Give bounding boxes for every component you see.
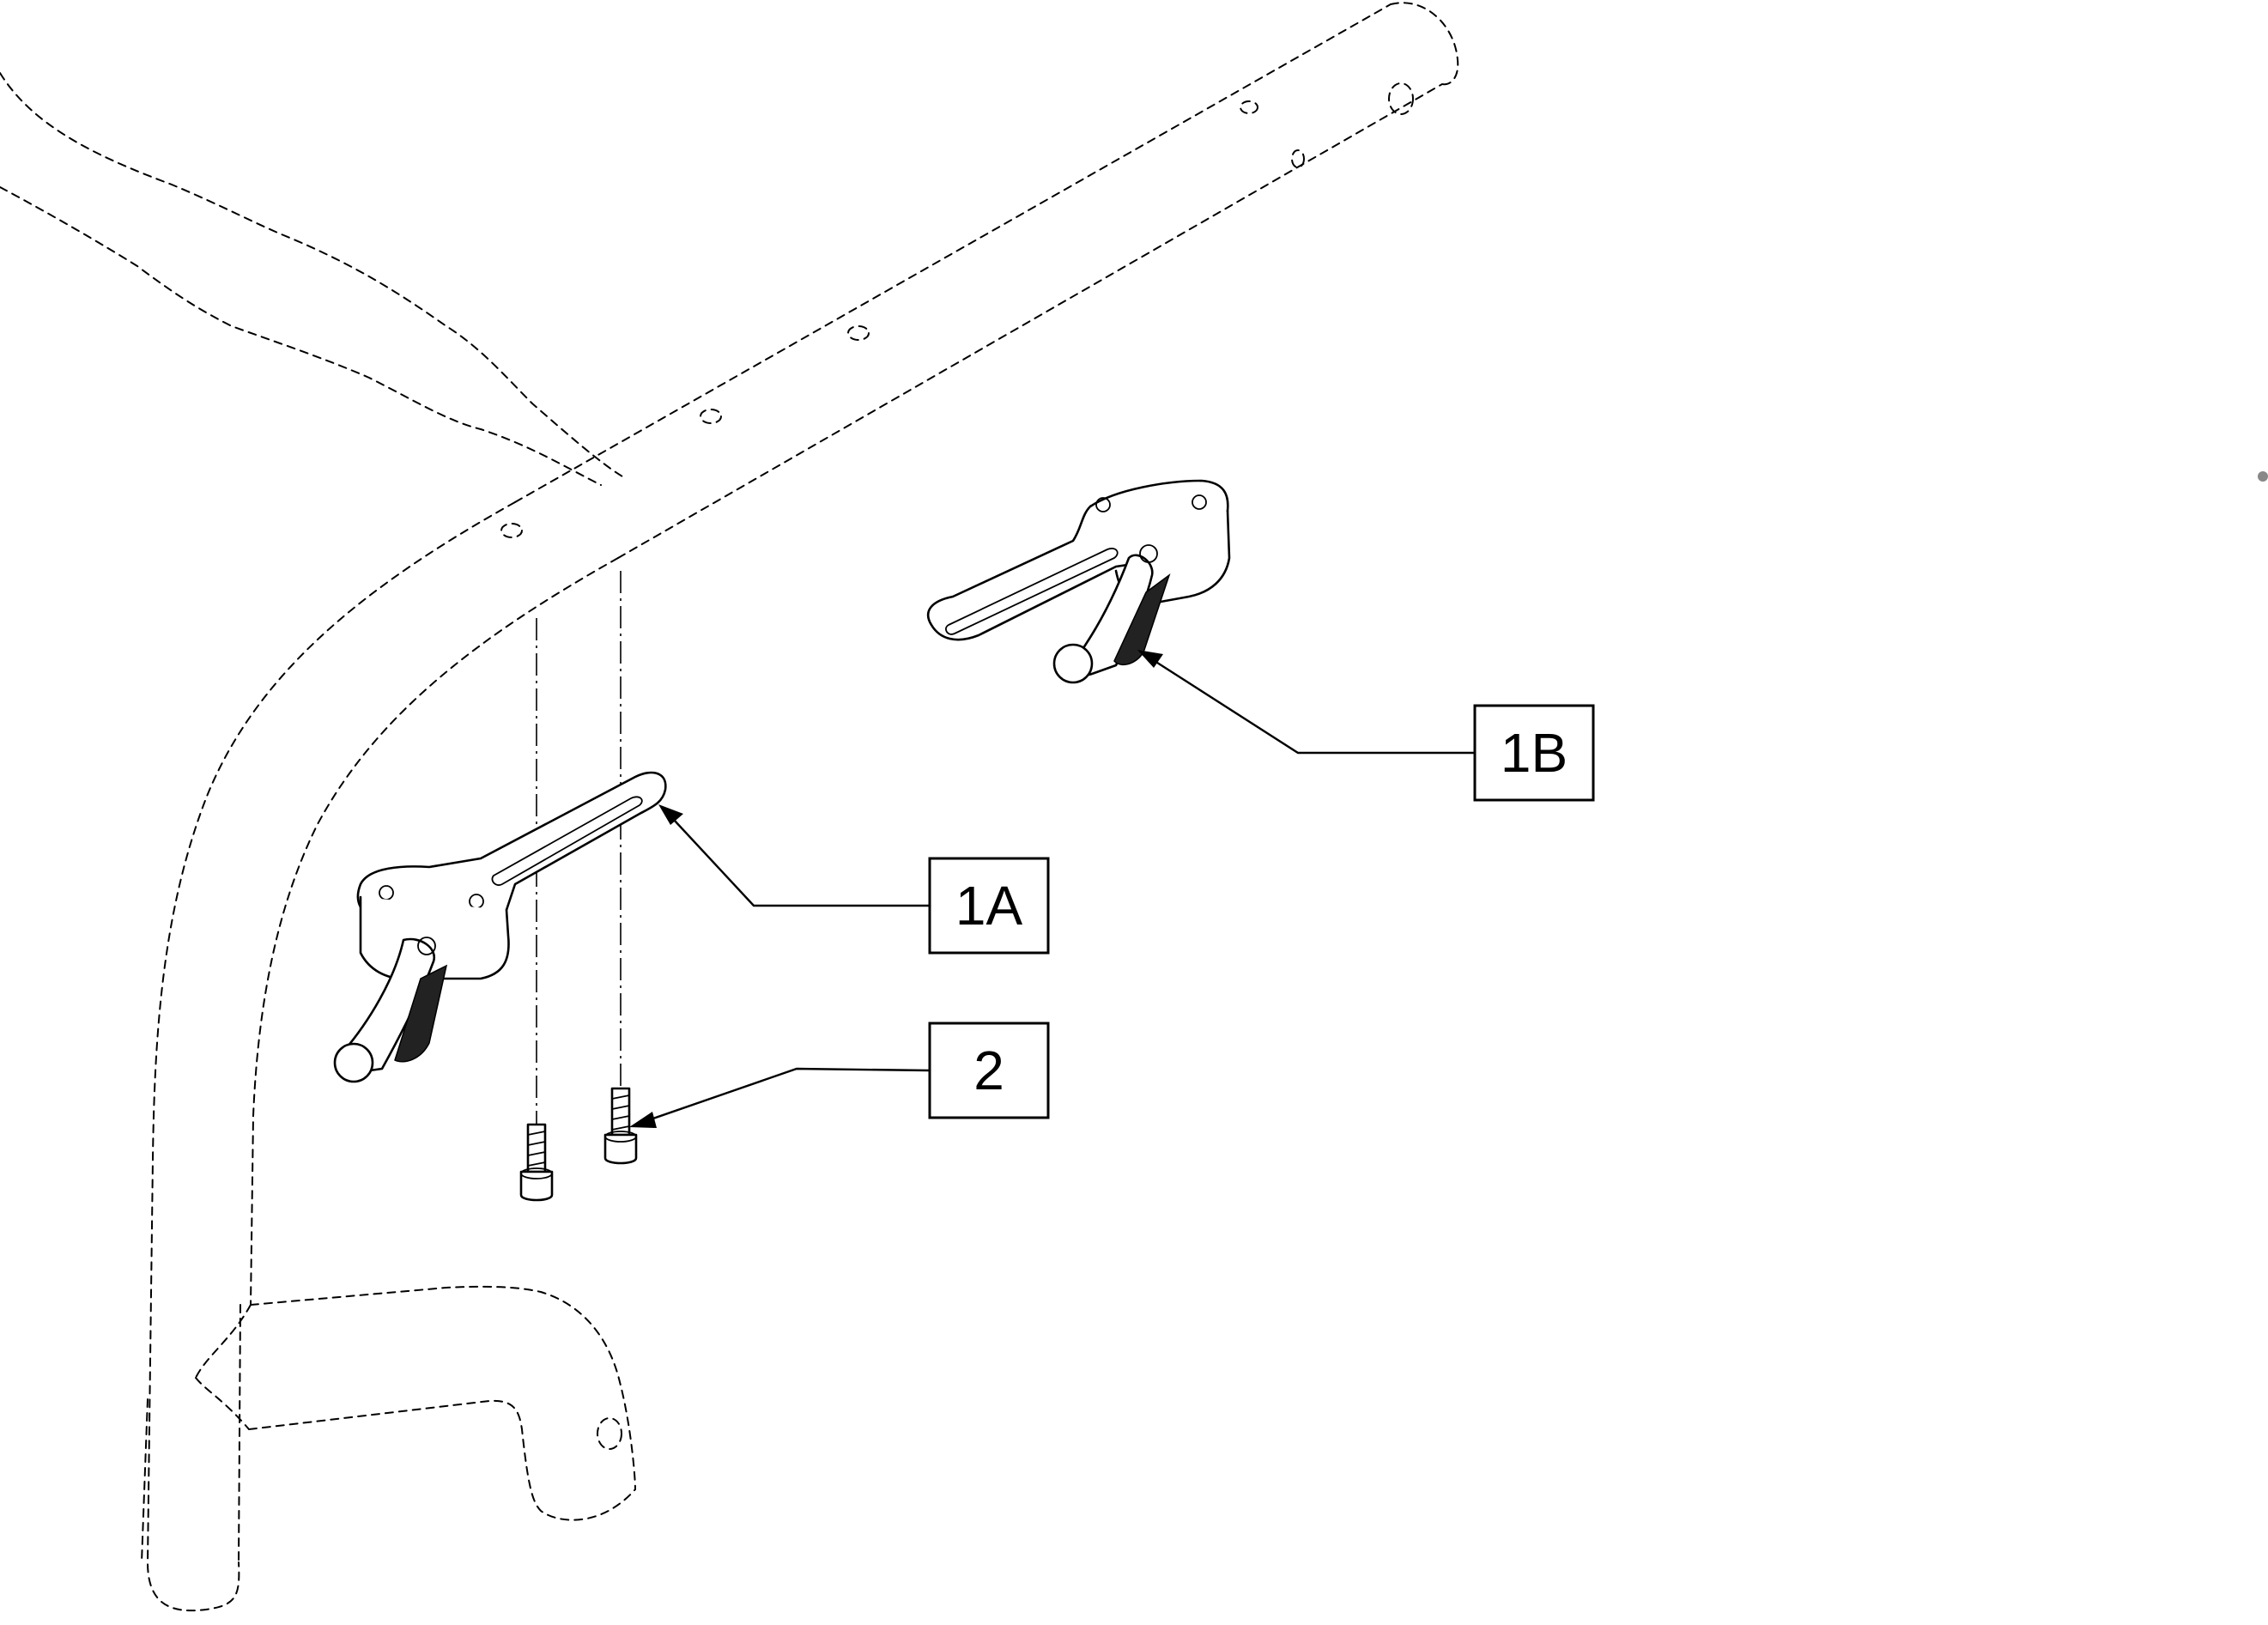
edge-mark [2258, 471, 2268, 482]
rail-hole-4 [700, 409, 722, 424]
screw-right-thread-lines [611, 1094, 630, 1131]
leader-1a [658, 804, 930, 907]
callout-box-1b [1473, 704, 1595, 802]
hook-tube-hole [597, 1417, 622, 1450]
front-tube-left-tail [141, 1398, 149, 1563]
callout-1b: 1B [1473, 704, 1595, 802]
leader-arrow-1a [658, 804, 683, 825]
part-1b-clamp [926, 479, 1231, 684]
leader-line-1a [673, 819, 930, 907]
part-1a-body [359, 895, 510, 980]
leader-arrow-2 [629, 1112, 657, 1128]
leader-arrow-1b [1137, 650, 1163, 668]
screw-right-head [603, 1133, 638, 1165]
leader-1b [1137, 650, 1477, 755]
callout-label-1b: 1B [1501, 722, 1568, 784]
hook-tube-top [250, 1285, 636, 1490]
part-1b-slot [945, 548, 1119, 635]
screw-left-head-top [520, 1167, 553, 1179]
part-1a-lever-grip [394, 964, 448, 1063]
front-tube-inner [250, 557, 619, 1306]
screw-right [603, 1087, 638, 1165]
leader-line-1b [1154, 659, 1477, 755]
hook-tube-bottom [248, 1399, 636, 1521]
rail-end-cap [1390, 2, 1459, 86]
callout-box-1a [928, 857, 1050, 955]
part-1b-arm [926, 479, 1229, 641]
rail-end-hole [1388, 82, 1414, 115]
rail-bottom-edge [617, 83, 1443, 559]
part-1b-pivot-screw [1139, 544, 1158, 563]
part-1a-slot [491, 796, 643, 886]
part-1b-hole-left [1095, 497, 1111, 512]
leader-line-2 [647, 1067, 931, 1122]
part-1b-lever [1074, 554, 1154, 676]
part-1a-lever-knob [333, 1042, 374, 1083]
part-1b-lever-knob [1052, 643, 1094, 684]
frame-lower-edge [0, 186, 602, 486]
part-1b-hole-right [1192, 494, 1207, 510]
part-1a-pivot-screw [417, 937, 436, 955]
callout-2: 2 [928, 1022, 1050, 1119]
rail-hole-2 [1291, 149, 1305, 168]
rail-hole-5 [500, 523, 523, 538]
rail-top-edge [514, 3, 1392, 503]
frame-upper-edge [0, 72, 623, 477]
screw-left-thread-lines [527, 1131, 546, 1167]
rail-hole-1 [1240, 100, 1258, 114]
front-tube-lower-left [238, 1304, 241, 1563]
screw-left [519, 1123, 554, 1202]
part-2-screws [519, 1087, 638, 1202]
screw-left-head [519, 1170, 554, 1202]
callout-box-2 [928, 1022, 1050, 1119]
callout-label-2: 2 [973, 1040, 1004, 1101]
callout-1a: 1A [928, 857, 1050, 955]
rail-hole-3 [847, 325, 870, 341]
screw-right-head-top [604, 1131, 637, 1143]
leader-2 [629, 1067, 931, 1128]
callout-label-1a: 1A [955, 875, 1023, 937]
part-1a-clamp [333, 771, 667, 1083]
hook-tube-junction [195, 1304, 252, 1430]
front-tube-outer [147, 501, 516, 1612]
phantom-frame [0, 2, 1459, 1612]
